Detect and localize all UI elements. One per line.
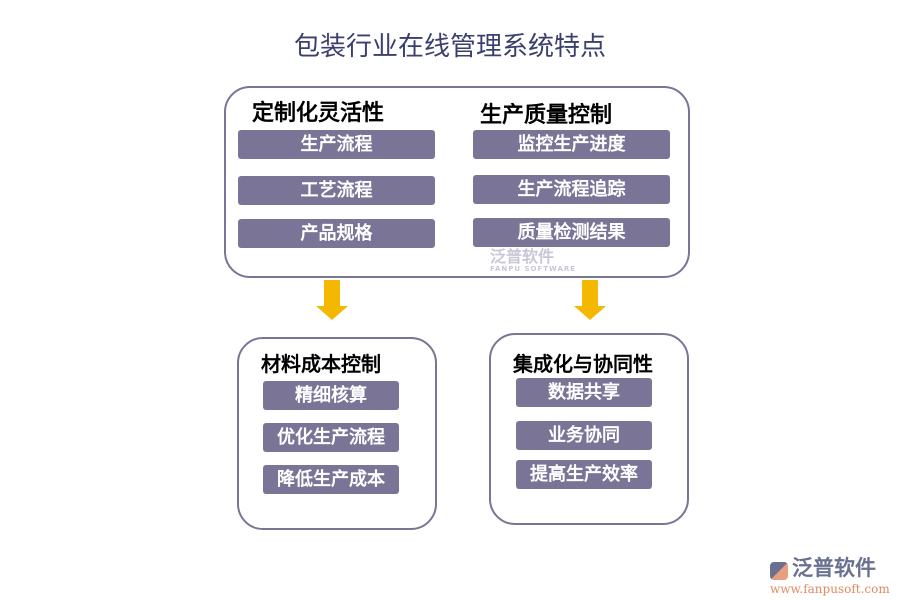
item-product-spec: 产品规格 bbox=[238, 219, 435, 248]
arrow-down-icon bbox=[574, 280, 606, 320]
item-reduce-cost: 降低生产成本 bbox=[263, 465, 399, 494]
heading-cost-control: 材料成本控制 bbox=[261, 352, 381, 376]
item-fine-accounting: 精细核算 bbox=[263, 381, 399, 410]
item-efficiency: 提高生产效率 bbox=[516, 460, 652, 489]
logo-name: 泛普软件 bbox=[792, 556, 876, 580]
heading-customization: 定制化灵活性 bbox=[252, 101, 385, 126]
item-quality-results: 质量检测结果 bbox=[473, 218, 670, 247]
item-monitor-progress: 监控生产进度 bbox=[473, 130, 670, 159]
heading-quality-control: 生产质量控制 bbox=[480, 103, 613, 128]
logo-icon bbox=[770, 561, 788, 580]
item-flow-tracking: 生产流程追踪 bbox=[473, 175, 670, 204]
logo-url: www.fanpusoft.com bbox=[770, 582, 890, 596]
item-business-collab: 业务协同 bbox=[516, 421, 652, 450]
arrow-down-icon bbox=[316, 280, 348, 320]
watermark-name: 泛普软件 bbox=[490, 247, 555, 266]
item-optimize-flow: 优化生产流程 bbox=[263, 423, 399, 452]
watermark-sub: FANPU SOFTWARE bbox=[490, 265, 577, 273]
heading-integration: 集成化与协同性 bbox=[513, 352, 653, 376]
brand-logo: 泛普软件 www.fanpusoft.com bbox=[770, 552, 890, 596]
item-process-flow: 工艺流程 bbox=[238, 176, 435, 205]
page-title: 包装行业在线管理系统特点 bbox=[293, 32, 606, 62]
item-data-sharing: 数据共享 bbox=[516, 378, 652, 407]
item-production-flow: 生产流程 bbox=[238, 130, 435, 159]
